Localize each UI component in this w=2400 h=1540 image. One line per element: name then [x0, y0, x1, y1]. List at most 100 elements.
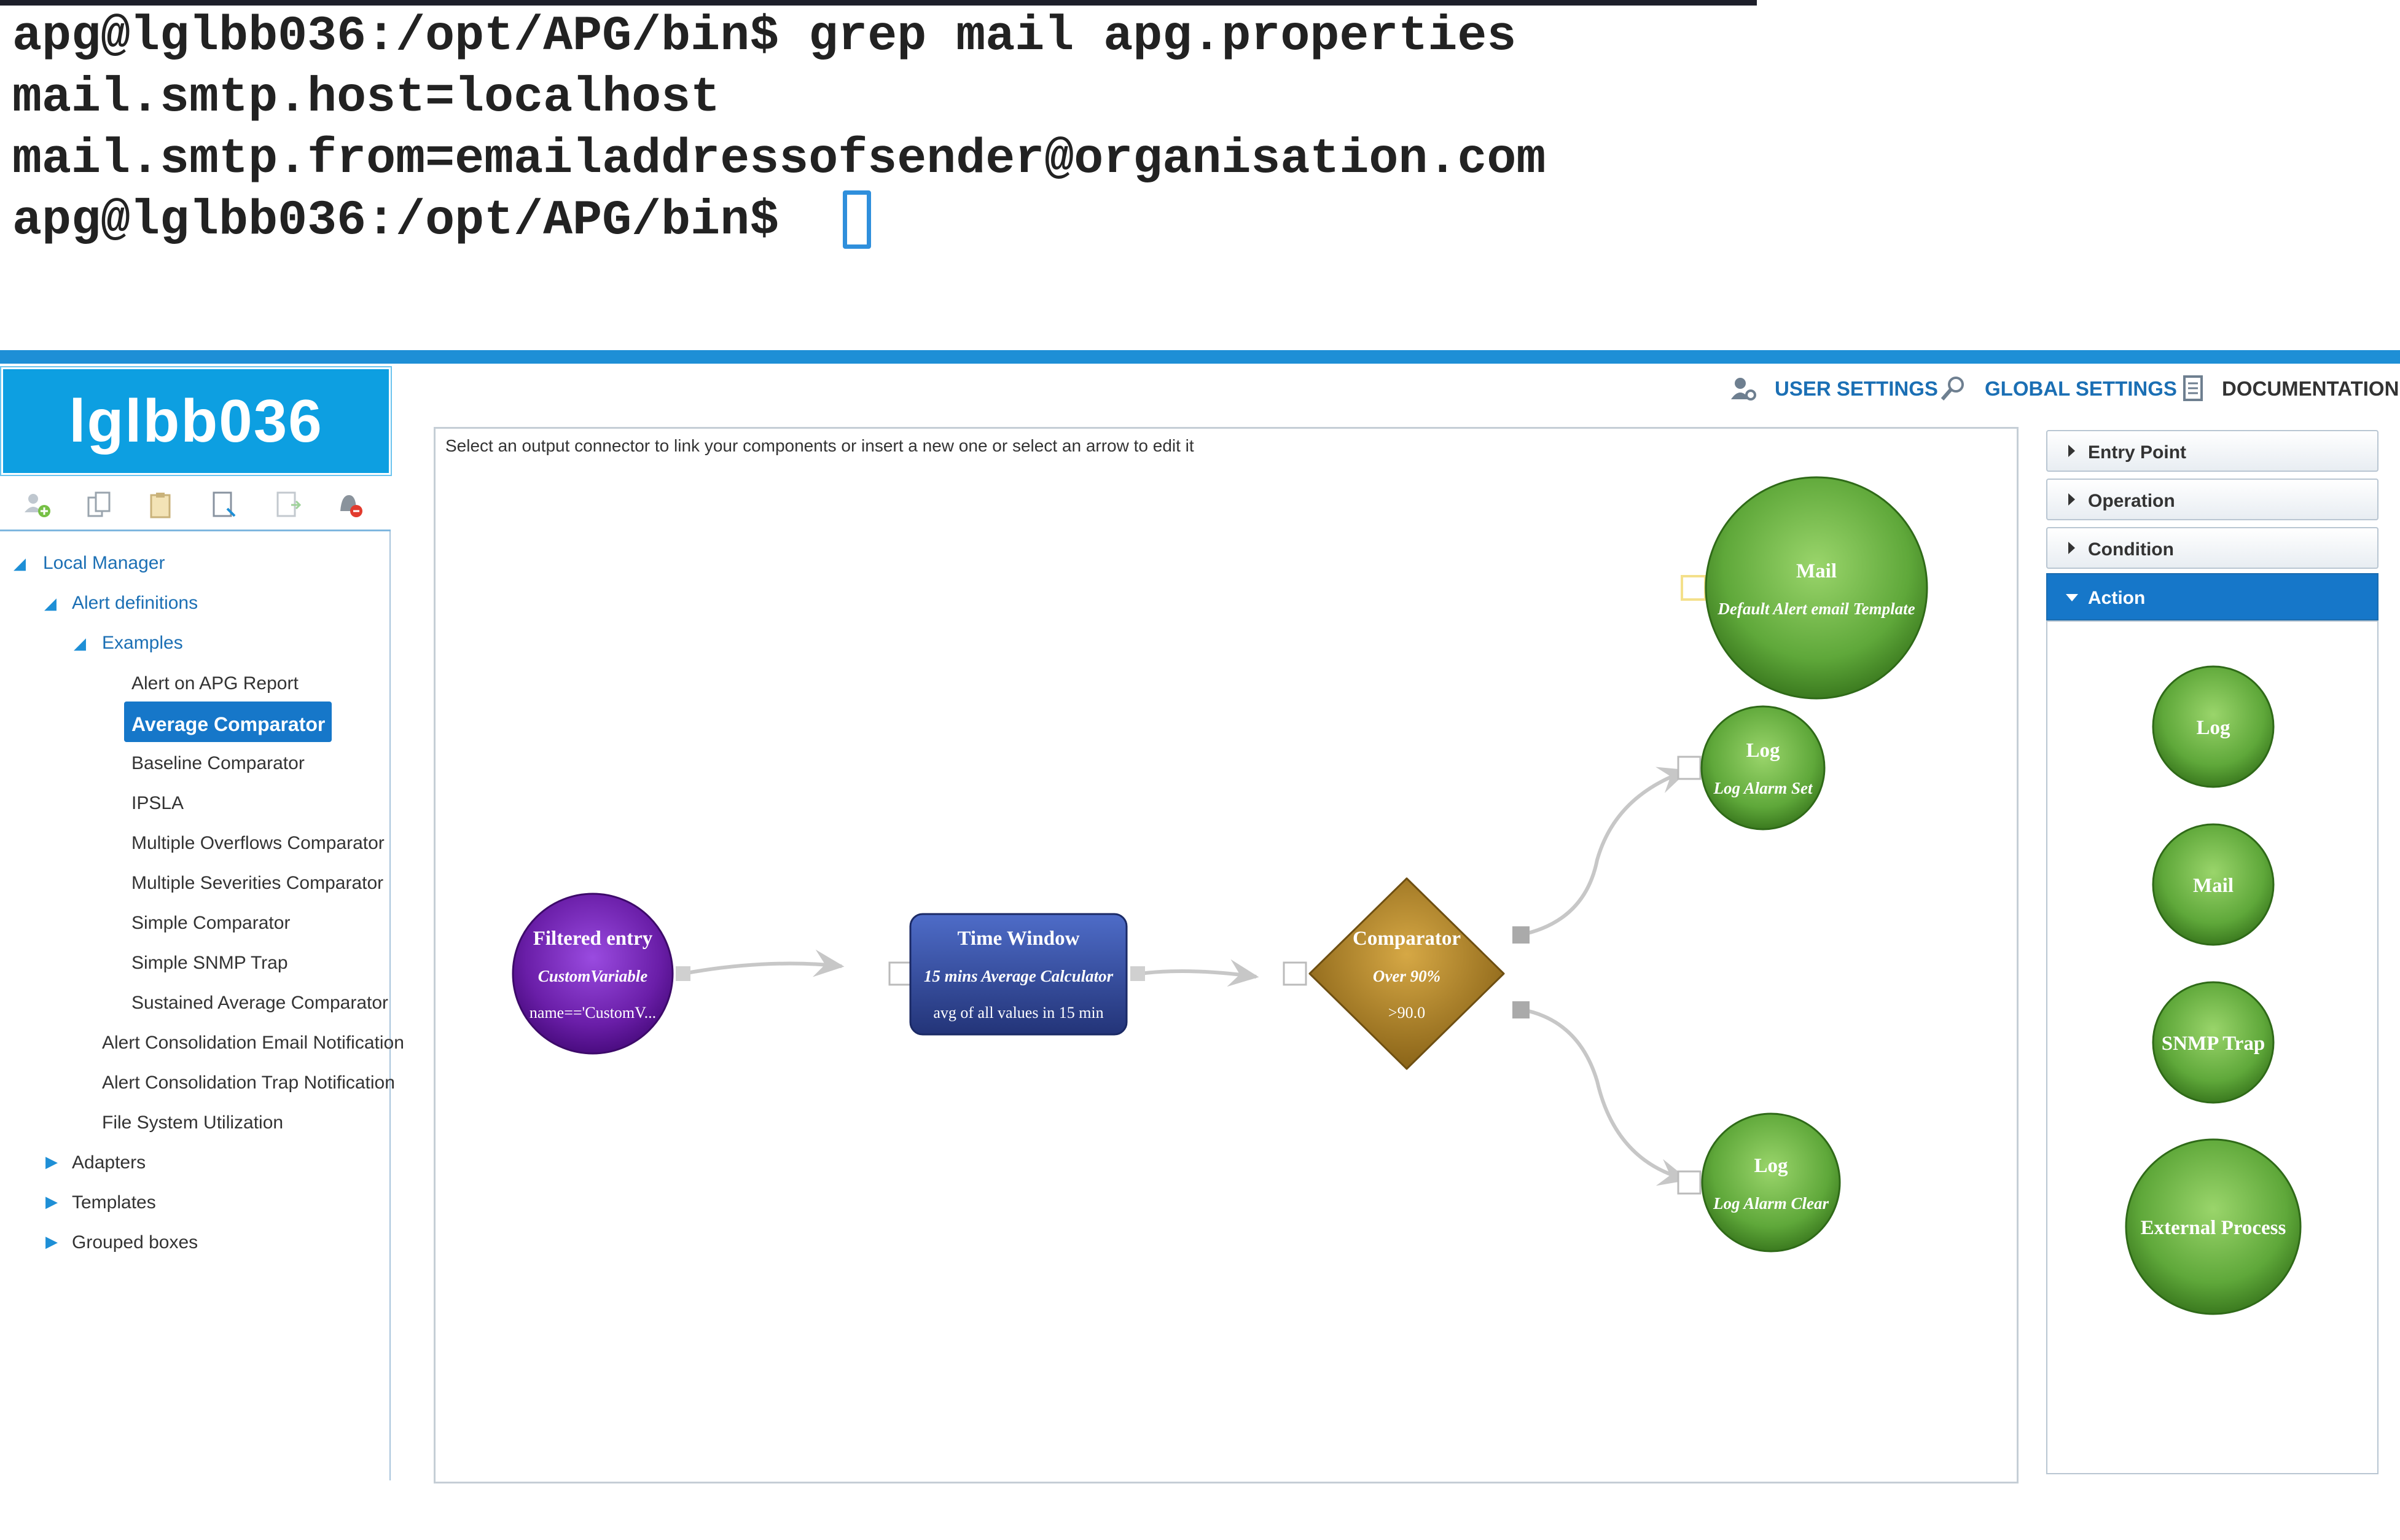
tree-item[interactable]: Simple Comparator — [131, 913, 291, 933]
alert-tree — [0, 531, 391, 1480]
node-detail: >90.0 — [1388, 1004, 1425, 1022]
canvas-hint: Select an output connector to link your … — [445, 436, 1194, 455]
copy-icon[interactable] — [85, 490, 114, 520]
palette-item-mail[interactable]: Mail — [2152, 823, 2275, 946]
input-connector — [1283, 961, 1307, 986]
app-top-bar — [0, 350, 2400, 364]
node-detail: name=='CustomV... — [530, 1004, 656, 1022]
tree-item[interactable]: Baseline Comparator — [131, 753, 305, 773]
tree-item-alert-definitions[interactable]: Alert definitions — [72, 593, 198, 613]
user-settings-link[interactable]: USER SETTINGS — [1775, 377, 1938, 400]
documentation-link[interactable]: DOCUMENTATION — [2222, 377, 2399, 400]
add-icon[interactable] — [22, 490, 52, 520]
palette-item-label: External Process — [2141, 1217, 2286, 1239]
tree-item[interactable]: Sustained Average Comparator — [131, 993, 389, 1013]
node-title: Comparator — [1353, 928, 1461, 950]
tree-item[interactable]: Simple SNMP Trap — [131, 953, 288, 973]
tree-item[interactable]: Alert Consolidation Email Notification — [102, 1033, 404, 1053]
document-icon[interactable] — [209, 490, 238, 520]
accordion-label: Action — [2088, 588, 2146, 608]
link-arrow — [1520, 1007, 1689, 1186]
tree-item[interactable]: IPSLA — [131, 793, 184, 813]
terminal-line: apg@lglbb036:/opt/APG/bin$ grep mail apg… — [12, 9, 1517, 64]
palette-item-label: Mail — [2193, 875, 2234, 897]
accordion-entry-point[interactable]: Entry Point — [2046, 430, 2379, 472]
node-comparator: Comparator Over 90% >90.0 — [1308, 877, 1505, 1070]
terminal-line: mail.smtp.from=emailaddressofsender@orga… — [12, 131, 1546, 187]
palette-item-label: SNMP Trap — [2162, 1033, 2265, 1055]
link-arrow — [1520, 767, 1689, 937]
node-log-clear: Log Log Alarm Clear — [1701, 1112, 1841, 1253]
collapse-toggle-icon[interactable]: ▶ — [45, 1192, 58, 1211]
global-settings-icon[interactable] — [1940, 375, 1968, 403]
node-title: Log — [1746, 740, 1780, 762]
node-title: Time Window — [958, 928, 1080, 950]
expand-toggle-icon[interactable]: ◢ — [74, 634, 86, 652]
node-filtered-entry: Filtered entry CustomVariable name=='Cus… — [512, 893, 674, 1055]
terminal-line: mail.smtp.host=localhost — [12, 70, 721, 126]
input-connector — [1677, 1170, 1702, 1195]
app-logo: lglbb036 — [1, 367, 391, 475]
accordion-label: Entry Point — [2088, 442, 2187, 463]
node-time-window: Time Window 15 mins Average Calculator a… — [909, 913, 1128, 1036]
link-arrow — [682, 949, 845, 977]
node-subtitle: CustomVariable — [538, 967, 648, 985]
accordion-label: Condition — [2088, 539, 2174, 560]
accordion-operation[interactable]: Operation — [2046, 479, 2379, 520]
node-subtitle: Log Alarm Set — [1713, 779, 1813, 797]
tree-selection-highlight — [124, 702, 332, 742]
input-connector — [888, 961, 913, 986]
node-detail: avg of all values in 15 min — [933, 1004, 1103, 1022]
expand-toggle-icon[interactable]: ◢ — [44, 594, 57, 612]
tree-item-adapters[interactable]: Adapters — [72, 1152, 146, 1173]
collapse-toggle-icon[interactable]: ▶ — [45, 1232, 58, 1251]
chevron-down-icon — [2066, 594, 2078, 601]
tree-toolbar — [0, 479, 391, 531]
action-palette: Log Mail SNMP Trap External Process — [2125, 665, 2302, 1315]
link-arrow — [1139, 959, 1259, 987]
paste-icon[interactable] — [146, 490, 176, 520]
tree-item-grouped-boxes[interactable]: Grouped boxes — [72, 1232, 198, 1253]
node-title: Mail — [1796, 560, 1837, 582]
terminal-prompt: apg@lglbb036:/opt/APG/bin$ — [12, 193, 809, 249]
terminal-cursor — [843, 190, 871, 249]
tree-item-examples[interactable]: Examples — [102, 633, 183, 653]
tree-item[interactable]: Alert on APG Report — [131, 673, 299, 694]
tree-item-templates[interactable]: Templates — [72, 1192, 156, 1213]
palette-item-log[interactable]: Log — [2152, 665, 2275, 788]
node-log-set: Log Log Alarm Set — [1700, 705, 1826, 831]
palette-item-snmp-trap[interactable]: SNMP Trap — [2152, 981, 2275, 1104]
node-title: Filtered entry — [533, 928, 653, 950]
documentation-icon[interactable] — [2179, 375, 2208, 403]
terminal-window[interactable]: apg@lglbb036:/opt/APG/bin$ grep mail apg… — [0, 0, 1757, 289]
chevron-right-icon — [2068, 445, 2075, 457]
node-subtitle: Over 90% — [1373, 967, 1440, 985]
user-settings-icon[interactable] — [1729, 375, 1757, 403]
input-connector-highlighted — [1681, 575, 1706, 601]
tree-item-local-manager[interactable]: Local Manager — [43, 553, 165, 573]
palette-item-external-process[interactable]: External Process — [2125, 1138, 2302, 1315]
accordion-action[interactable]: Action — [2046, 573, 2379, 620]
tree-item[interactable]: Alert Consolidation Trap Notification — [102, 1073, 395, 1093]
output-connector — [1130, 966, 1145, 981]
input-connector — [1677, 756, 1702, 780]
tree-item-selected[interactable]: Average Comparator — [131, 713, 326, 735]
alert-disable-icon[interactable] — [335, 490, 365, 520]
chevron-right-icon — [2068, 493, 2075, 506]
node-subtitle: Log Alarm Clear — [1713, 1194, 1829, 1213]
accordion-condition[interactable]: Condition — [2046, 527, 2379, 569]
collapse-toggle-icon[interactable]: ▶ — [45, 1152, 58, 1171]
expand-toggle-icon[interactable]: ◢ — [14, 554, 26, 573]
global-settings-link[interactable]: GLOBAL SETTINGS — [1985, 377, 2177, 400]
node-subtitle: Default Alert email Template — [1717, 600, 1915, 618]
app-logo-text: lglbb036 — [69, 387, 323, 455]
export-icon[interactable] — [273, 490, 302, 520]
chevron-right-icon — [2068, 542, 2075, 554]
node-mail: Mail Default Alert email Template — [1705, 476, 1928, 700]
tree-item[interactable]: File System Utilization — [102, 1112, 284, 1133]
tree-item[interactable]: Multiple Overflows Comparator — [131, 833, 385, 853]
output-connector — [1512, 926, 1530, 944]
node-subtitle: 15 mins Average Calculator — [924, 967, 1114, 985]
tree-item[interactable]: Multiple Severities Comparator — [131, 873, 384, 893]
